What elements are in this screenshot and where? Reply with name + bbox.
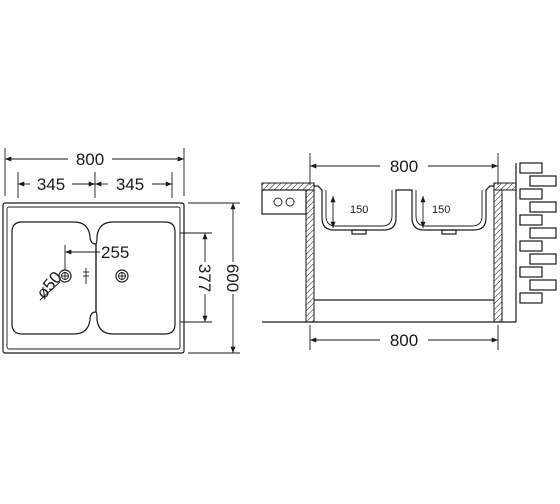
left-bowl-inner: [325, 190, 393, 227]
right-bowl-inner: [415, 190, 483, 227]
drain-diameter-label: ø50: [33, 268, 66, 303]
dim-left-bowl-depth: 150: [330, 196, 368, 228]
side-view: 800 150 15: [261, 153, 557, 350]
left-bowl: [11, 221, 97, 335]
drain-offset-label: 255: [101, 243, 129, 262]
left-drain-outlet: [351, 229, 367, 235]
left-bowl-depth-label: 150: [350, 204, 368, 216]
dim-bowl-widths: 345 345: [17, 172, 173, 198]
dim-side-bottom-width: 800: [309, 325, 499, 350]
bowl-depth-label: 377: [195, 264, 214, 292]
dim-right-bowl-depth: 150: [420, 196, 450, 228]
dim-bowl-depth: 377: [180, 232, 214, 323]
dim-drain-diameter: ø50: [33, 268, 66, 303]
countertop-right: [493, 182, 517, 191]
right-drain: [115, 269, 129, 283]
cabinet-wall-left: [305, 189, 315, 323]
pipe-hole-icon: [273, 197, 283, 207]
dim-side-top-width: 800: [309, 153, 499, 185]
sink-inner-rim: [6, 206, 181, 350]
sink-profile: [314, 185, 494, 231]
pipe-hole-icon: [285, 197, 295, 207]
dim-drain-offset: 255: [64, 243, 129, 270]
side-bottom-width-label: 800: [390, 331, 418, 350]
overflow-marker: [83, 268, 89, 284]
dim-overall-depth: 600: [188, 202, 242, 354]
dim-overall-width: 800: [4, 148, 185, 196]
brick-wall: [515, 162, 557, 322]
bowl-width-right-label: 345: [116, 175, 144, 194]
overall-width-label: 800: [76, 150, 104, 169]
cabinet-wall-right: [493, 189, 503, 323]
right-bowl-depth-label: 150: [432, 204, 450, 216]
overall-depth-label: 600: [223, 264, 242, 292]
right-bowl: [95, 221, 176, 335]
top-view: 800 345 345: [2, 148, 242, 354]
bowl-width-left-label: 345: [37, 175, 65, 194]
sink-outer-rim: [2, 202, 185, 354]
side-top-width-label: 800: [390, 157, 418, 176]
right-drain-outlet: [441, 229, 457, 235]
